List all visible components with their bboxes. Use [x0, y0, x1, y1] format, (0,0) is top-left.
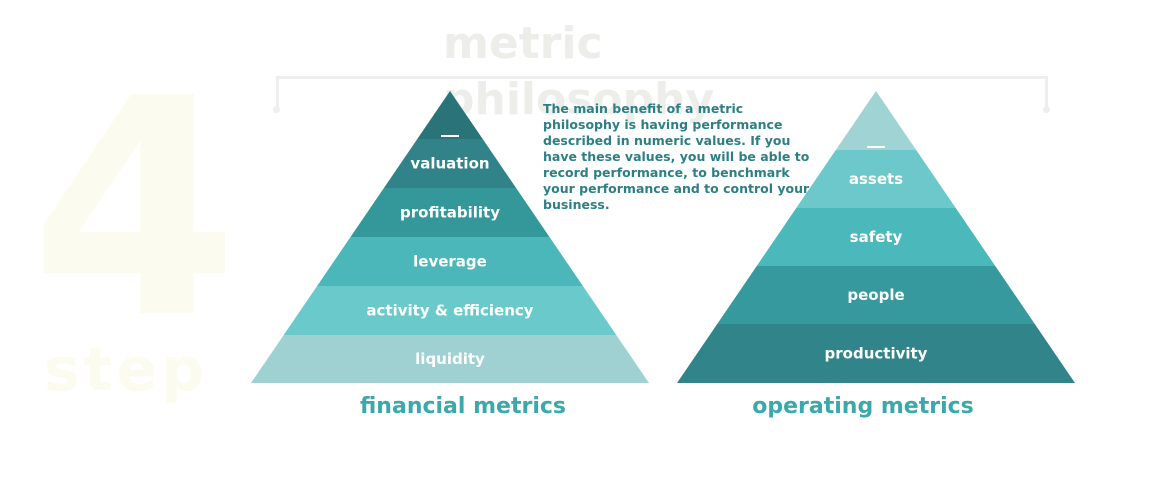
financial-pyramid-label-3: leverage: [413, 253, 487, 271]
financial-pyramid-level-2: [350, 188, 550, 237]
description-text: The main benefit of a metric philosophy …: [543, 101, 810, 212]
financial-pyramid-label-4: activity & efficiency: [366, 302, 533, 320]
background-step-number: 4: [30, 35, 239, 384]
financial-pyramid-label-5: liquidity: [415, 350, 485, 368]
page-title: metric philosophy: [443, 18, 715, 125]
financial-pyramid-level-3: [317, 237, 583, 286]
financial-pyramid-level-5: [251, 335, 649, 383]
financial-pyramid-label-1: valuation: [410, 155, 489, 173]
financial-metrics-caption: financial metrics: [360, 394, 566, 419]
operating-pyramid-apex-dash: [867, 146, 885, 148]
operating-pyramid-level-1: [796, 150, 956, 208]
operating-pyramid-level-2: [756, 208, 996, 266]
bracket-left-dot: [273, 106, 280, 113]
bracket-right-dot: [1043, 106, 1050, 113]
operating-pyramid-label-3: people: [847, 286, 904, 304]
operating-pyramid-level-0: [835, 91, 917, 150]
financial-pyramid-level-1: [383, 139, 517, 188]
financial-pyramid-apex-dash: [441, 135, 459, 137]
operating-pyramid-label-4: productivity: [825, 345, 928, 363]
financial-pyramid-level-0: [417, 91, 483, 139]
operating-pyramid-level-3: [717, 266, 1035, 324]
operating-pyramid-label-1: assets: [849, 170, 903, 188]
operating-pyramid-level-4: [677, 324, 1075, 383]
operating-metrics-caption: operating metrics: [752, 394, 974, 419]
financial-pyramid-label-2: profitability: [400, 204, 500, 222]
title-bracket: [276, 76, 1048, 110]
operating-pyramid-label-2: safety: [850, 228, 903, 246]
financial-pyramid-level-4: [283, 286, 617, 335]
background-step-word: step: [44, 335, 209, 405]
